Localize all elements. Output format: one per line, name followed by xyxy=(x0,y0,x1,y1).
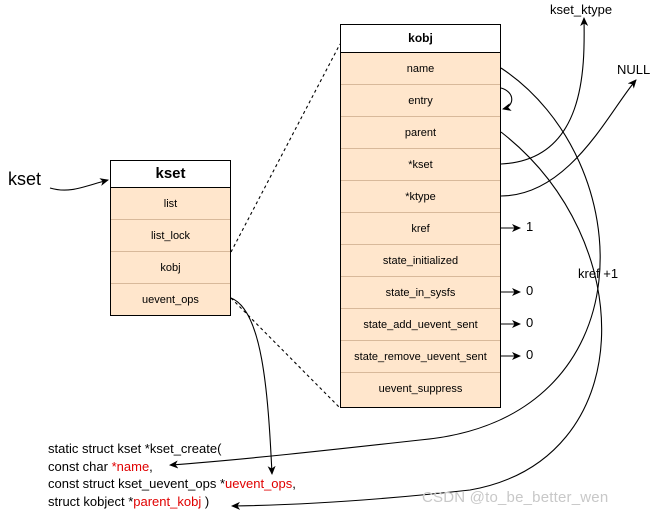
kobj-field-ktype: *ktype xyxy=(341,181,500,213)
kobj-field-uevent-suppress: uevent_suppress xyxy=(378,383,463,395)
null-label: NULL xyxy=(617,62,651,77)
parent-to-param-arrow xyxy=(231,131,603,510)
kobj-field-kref: kref xyxy=(341,213,500,245)
kobj-field-state-remove-uevent-sent: state_remove_uevent_sent xyxy=(341,341,500,373)
param-uevent-ops: uevent_ops xyxy=(225,476,293,491)
code-line-3-suffix: , xyxy=(292,476,296,491)
code-line-3-prefix: const struct kset_uevent_ops * xyxy=(48,476,226,491)
kref-value: 1 xyxy=(526,219,534,234)
kset-pointer-arrow xyxy=(49,178,109,191)
function-signature: static struct kset *kset_create( const c… xyxy=(48,440,296,510)
entry-loop-arrow xyxy=(500,87,513,111)
kset-field-kobj: kobj xyxy=(111,252,230,284)
kobj-expand-top xyxy=(230,43,341,253)
code-line-2-suffix: , xyxy=(149,458,153,474)
kobj-field-entry: entry xyxy=(341,85,500,117)
kobj-struct-title: kobj xyxy=(341,25,500,53)
kset-struct-title: kset xyxy=(111,161,230,188)
state-in-sysfs-value: 0 xyxy=(526,283,534,298)
code-line-1: static struct kset *kset_create( xyxy=(48,440,296,458)
param-name: *name xyxy=(111,458,150,474)
uevent-ops-to-param-arrow xyxy=(230,297,276,475)
kref-increment-label: kref +1 xyxy=(578,266,619,281)
kobj-field-state-initialized: state_initialized xyxy=(341,245,500,277)
state-remove-uevent-sent-value: 0 xyxy=(526,347,534,362)
code-line-2-prefix: const char xyxy=(48,458,112,474)
kobj-field-kset: *kset xyxy=(341,149,500,181)
kset-struct-box: kset list list_lock kobj uevent_ops xyxy=(110,160,231,316)
kobj-struct-box: kobj name entry parent *kset *ktype kref… xyxy=(340,24,501,408)
param-parent-kobj: parent_kobj xyxy=(133,493,202,509)
code-line-2: const char *name, xyxy=(48,458,296,476)
code-line-4-suffix: ) xyxy=(201,493,210,509)
kobj-field-state-in-sysfs: state_in_sysfs xyxy=(341,277,500,309)
kset-pointer-label: kset xyxy=(8,169,42,189)
code-line-4: struct kobject *parent_kobj ) xyxy=(48,493,296,511)
kobj-field-parent: parent xyxy=(341,117,500,149)
name-to-param-arrow xyxy=(169,67,601,469)
kset-to-ktype-arrow xyxy=(500,17,589,165)
kobj-field-name: name xyxy=(341,53,500,85)
state-add-uevent-sent-value: 0 xyxy=(526,315,534,330)
code-line-3: const struct kset_uevent_ops *uevent_ops… xyxy=(48,475,296,493)
code-line-4-prefix: struct kobject * xyxy=(48,493,134,509)
ktype-to-null-arrow xyxy=(500,79,637,197)
kset-field-list-lock: list_lock xyxy=(111,220,230,252)
code-line-1-text: static struct kset *kset_create( xyxy=(48,441,222,456)
kobj-field-state-add-uevent-sent: state_add_uevent_sent xyxy=(341,309,500,341)
watermark: CSDN @to_be_better_wen xyxy=(422,489,609,506)
kset-ktype-label: kset_ktype xyxy=(550,2,613,17)
kset-field-list: list xyxy=(111,188,230,220)
kset-field-uevent-ops: uevent_ops xyxy=(142,294,199,306)
